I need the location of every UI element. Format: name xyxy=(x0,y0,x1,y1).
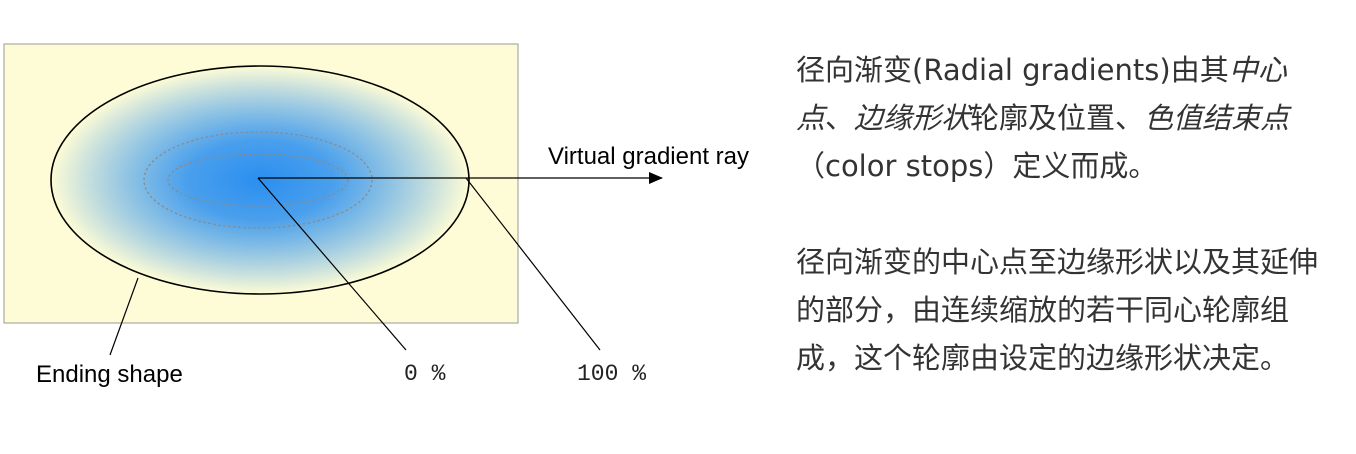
inner-contour-inner xyxy=(167,153,349,207)
zero-percent-leader xyxy=(257,177,407,351)
center-point-term: 中心点 xyxy=(796,53,1287,135)
paragraph-1-text-part-2: 、 xyxy=(825,101,855,135)
description-paragraph-1: 径向渐变(Radial gradients)由其中心点、边缘形状轮廓及位置、色值… xyxy=(796,46,1344,190)
inner-contour-outer xyxy=(143,131,373,229)
paragraph-1-text-part-1: 径向渐变(Radial gradients)由其 xyxy=(796,53,1229,87)
color-stops-term: 色值结束点 xyxy=(1144,101,1290,135)
ending-shape-leader xyxy=(109,277,139,356)
paragraph-1-text-part-4: （color stops）定义而成。 xyxy=(796,149,1158,183)
paragraph-1-text-part-3: 轮廓及位置、 xyxy=(970,101,1145,135)
ending-shape-label: Ending shape xyxy=(36,361,183,388)
radial-gradient-diagram: Virtual gradient ray Ending shape 0 % 10… xyxy=(3,43,749,388)
hundred-percent-leader xyxy=(465,177,601,351)
hundred-percent-label: 100 % xyxy=(577,361,646,387)
zero-percent-label: 0 % xyxy=(404,361,446,387)
virtual-gradient-ray-label: Virtual gradient ray xyxy=(548,143,749,170)
ending-shape-term: 边缘形状 xyxy=(854,101,971,135)
description-panel: 径向渐变(Radial gradients)由其中心点、边缘形状轮廓及位置、色值… xyxy=(796,46,1344,382)
description-paragraph-2: 径向渐变的中心点至边缘形状以及其延伸的部分，由连续缩放的若干同心轮廓组成，这个轮… xyxy=(796,245,1319,375)
